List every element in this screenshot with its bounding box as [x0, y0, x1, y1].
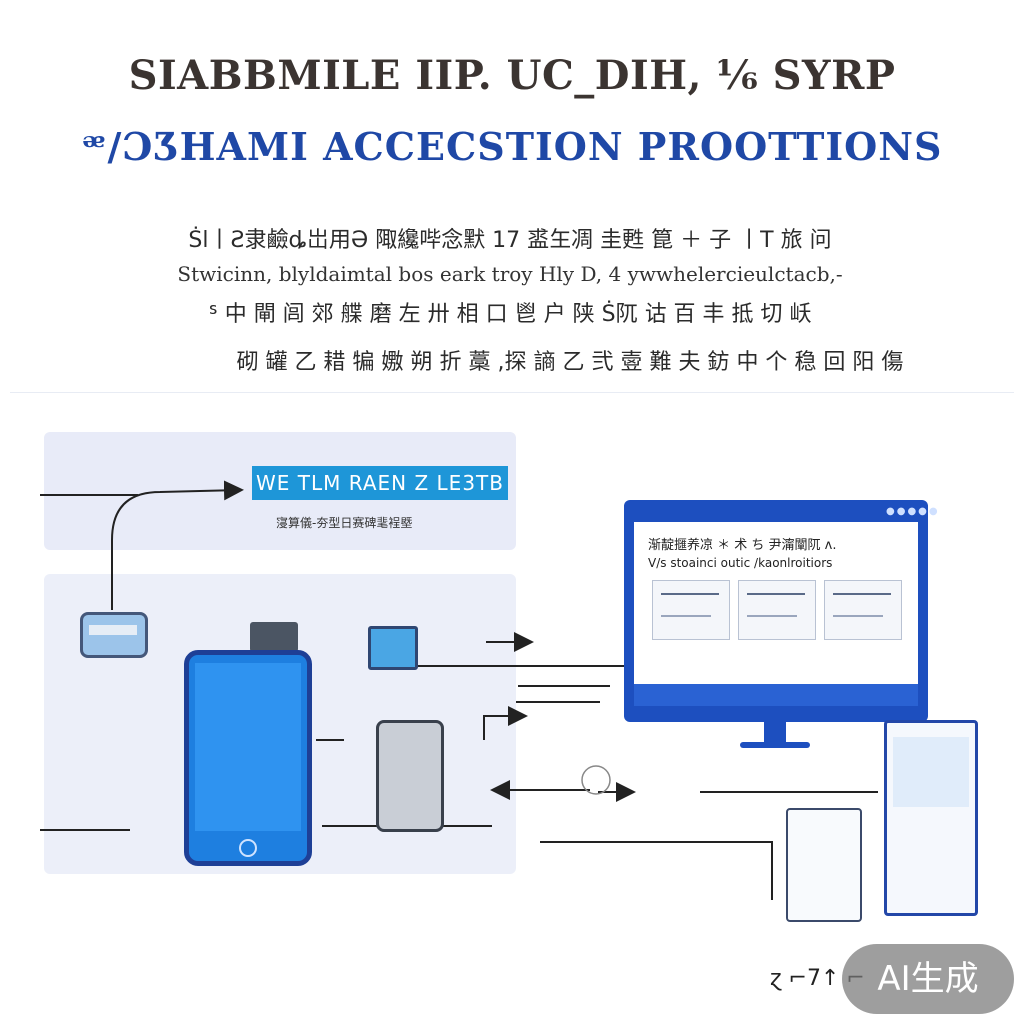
card-reader-device — [80, 612, 148, 658]
monitor-neck — [764, 722, 786, 744]
monitor-card — [652, 580, 730, 640]
monitor-taskbar — [634, 684, 918, 706]
monitor-title: 渐靛擓养凉 ＊ 术 ち 尹澝闡阢 ʌ. — [648, 538, 837, 553]
title-line-1: SIABBMILE IIP. UC_DIH, ⅙ SYRP — [128, 52, 896, 99]
document-device — [786, 808, 862, 922]
subtitle-line-2: Stwicinn, blyldaimtal bos eark troy Hly … — [177, 262, 843, 286]
smartphone-screen — [195, 663, 301, 831]
connector-14 — [540, 841, 773, 900]
home-button-icon — [239, 839, 257, 857]
monitor-card — [824, 580, 902, 640]
ai-generated-badge: AI生成 — [842, 944, 1014, 1014]
subtitle-line-1: Ṡl丨Ƨ隶鹼ȡ岀用Ə 陬纔哔念默 17 盚玍凋 圭甦 箟 ＋ 子 丨T 旅 问 — [188, 228, 832, 253]
smartphone-device — [184, 650, 312, 866]
monitor-base — [740, 742, 810, 748]
monitor-card — [738, 580, 816, 640]
title-line-2: ᵆ/ƆƷHAMI ACCECSTION PROOTTIONS — [81, 124, 943, 169]
section-divider — [10, 392, 1014, 393]
handheld-terminal — [376, 720, 444, 832]
tablet-device — [884, 720, 978, 916]
desktop-monitor: ●●●●● 渐靛擓养凉 ＊ 术 ち 尹澝闡阢 ʌ. V/s stoainci o… — [624, 500, 938, 722]
section-badge: WE TLM RAEN Z LE3TB — [252, 466, 508, 500]
printer-device — [250, 622, 298, 652]
window-dots-icon: ●●●●● — [886, 506, 940, 517]
monitor-subtitle: V/s stoainci outic /kaonlroitiors — [648, 556, 833, 570]
subtitle-line-4: 砌 罐 乙 耤 犏 嫐 朔 折 藁 ,探 謪 乙 弐 㚃 難 夫 鈁 中 个 稳… — [236, 350, 904, 375]
connector-8 — [483, 706, 528, 740]
subtitle-line-3: ᔆ 中 閘 闾 郊 艓 磨 左 卅 相 口 鬯 户 陕 Ṡ阢 诂 百 丰 抵 切… — [208, 302, 812, 327]
badge-subtext: 寖算儀-夯型日赛碑靟裎塈 — [276, 516, 413, 530]
scanner-device — [368, 626, 418, 670]
connector-2 — [111, 480, 244, 610]
cloud-node — [581, 765, 611, 795]
